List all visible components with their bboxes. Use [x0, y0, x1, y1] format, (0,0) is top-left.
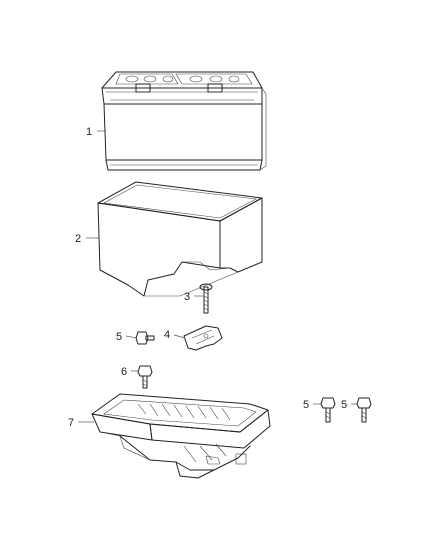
callout-label-bracket: 4: [164, 329, 170, 341]
callout-6: 6: [121, 366, 139, 378]
callout-4: 4: [164, 329, 186, 341]
callout-5-right-a: 5: [303, 399, 321, 411]
bolt-right-b: [356, 397, 372, 423]
callout-3: 3: [184, 291, 203, 303]
hold-down-bolt: [199, 283, 213, 314]
callout-7: 7: [68, 417, 94, 429]
bolt-left: [135, 331, 155, 345]
callout-2: 2: [75, 233, 99, 245]
callout-5-left: 5: [116, 331, 138, 343]
battery: [101, 71, 267, 171]
battery-tray: [91, 393, 271, 479]
bolt-right-a: [320, 397, 336, 423]
tray-bolt: [137, 365, 153, 389]
callout-label-tray-bolt: 6: [121, 366, 127, 378]
callout-label-battery-cover: 2: [75, 233, 81, 245]
callout-1: 1: [86, 126, 106, 138]
callout-label-battery: 1: [86, 126, 92, 138]
hold-down-bracket: [183, 325, 223, 351]
callout-label-bolt-left: 5: [116, 331, 122, 343]
callout-label-battery-tray: 7: [68, 417, 74, 429]
callout-5-right-b: 5: [341, 399, 358, 411]
battery-cover: [97, 181, 263, 297]
callout-label-hold-down-bolt: 3: [184, 291, 190, 303]
callout-label-bolt-right-a: 5: [303, 399, 309, 411]
callout-label-bolt-right-b: 5: [341, 399, 347, 411]
